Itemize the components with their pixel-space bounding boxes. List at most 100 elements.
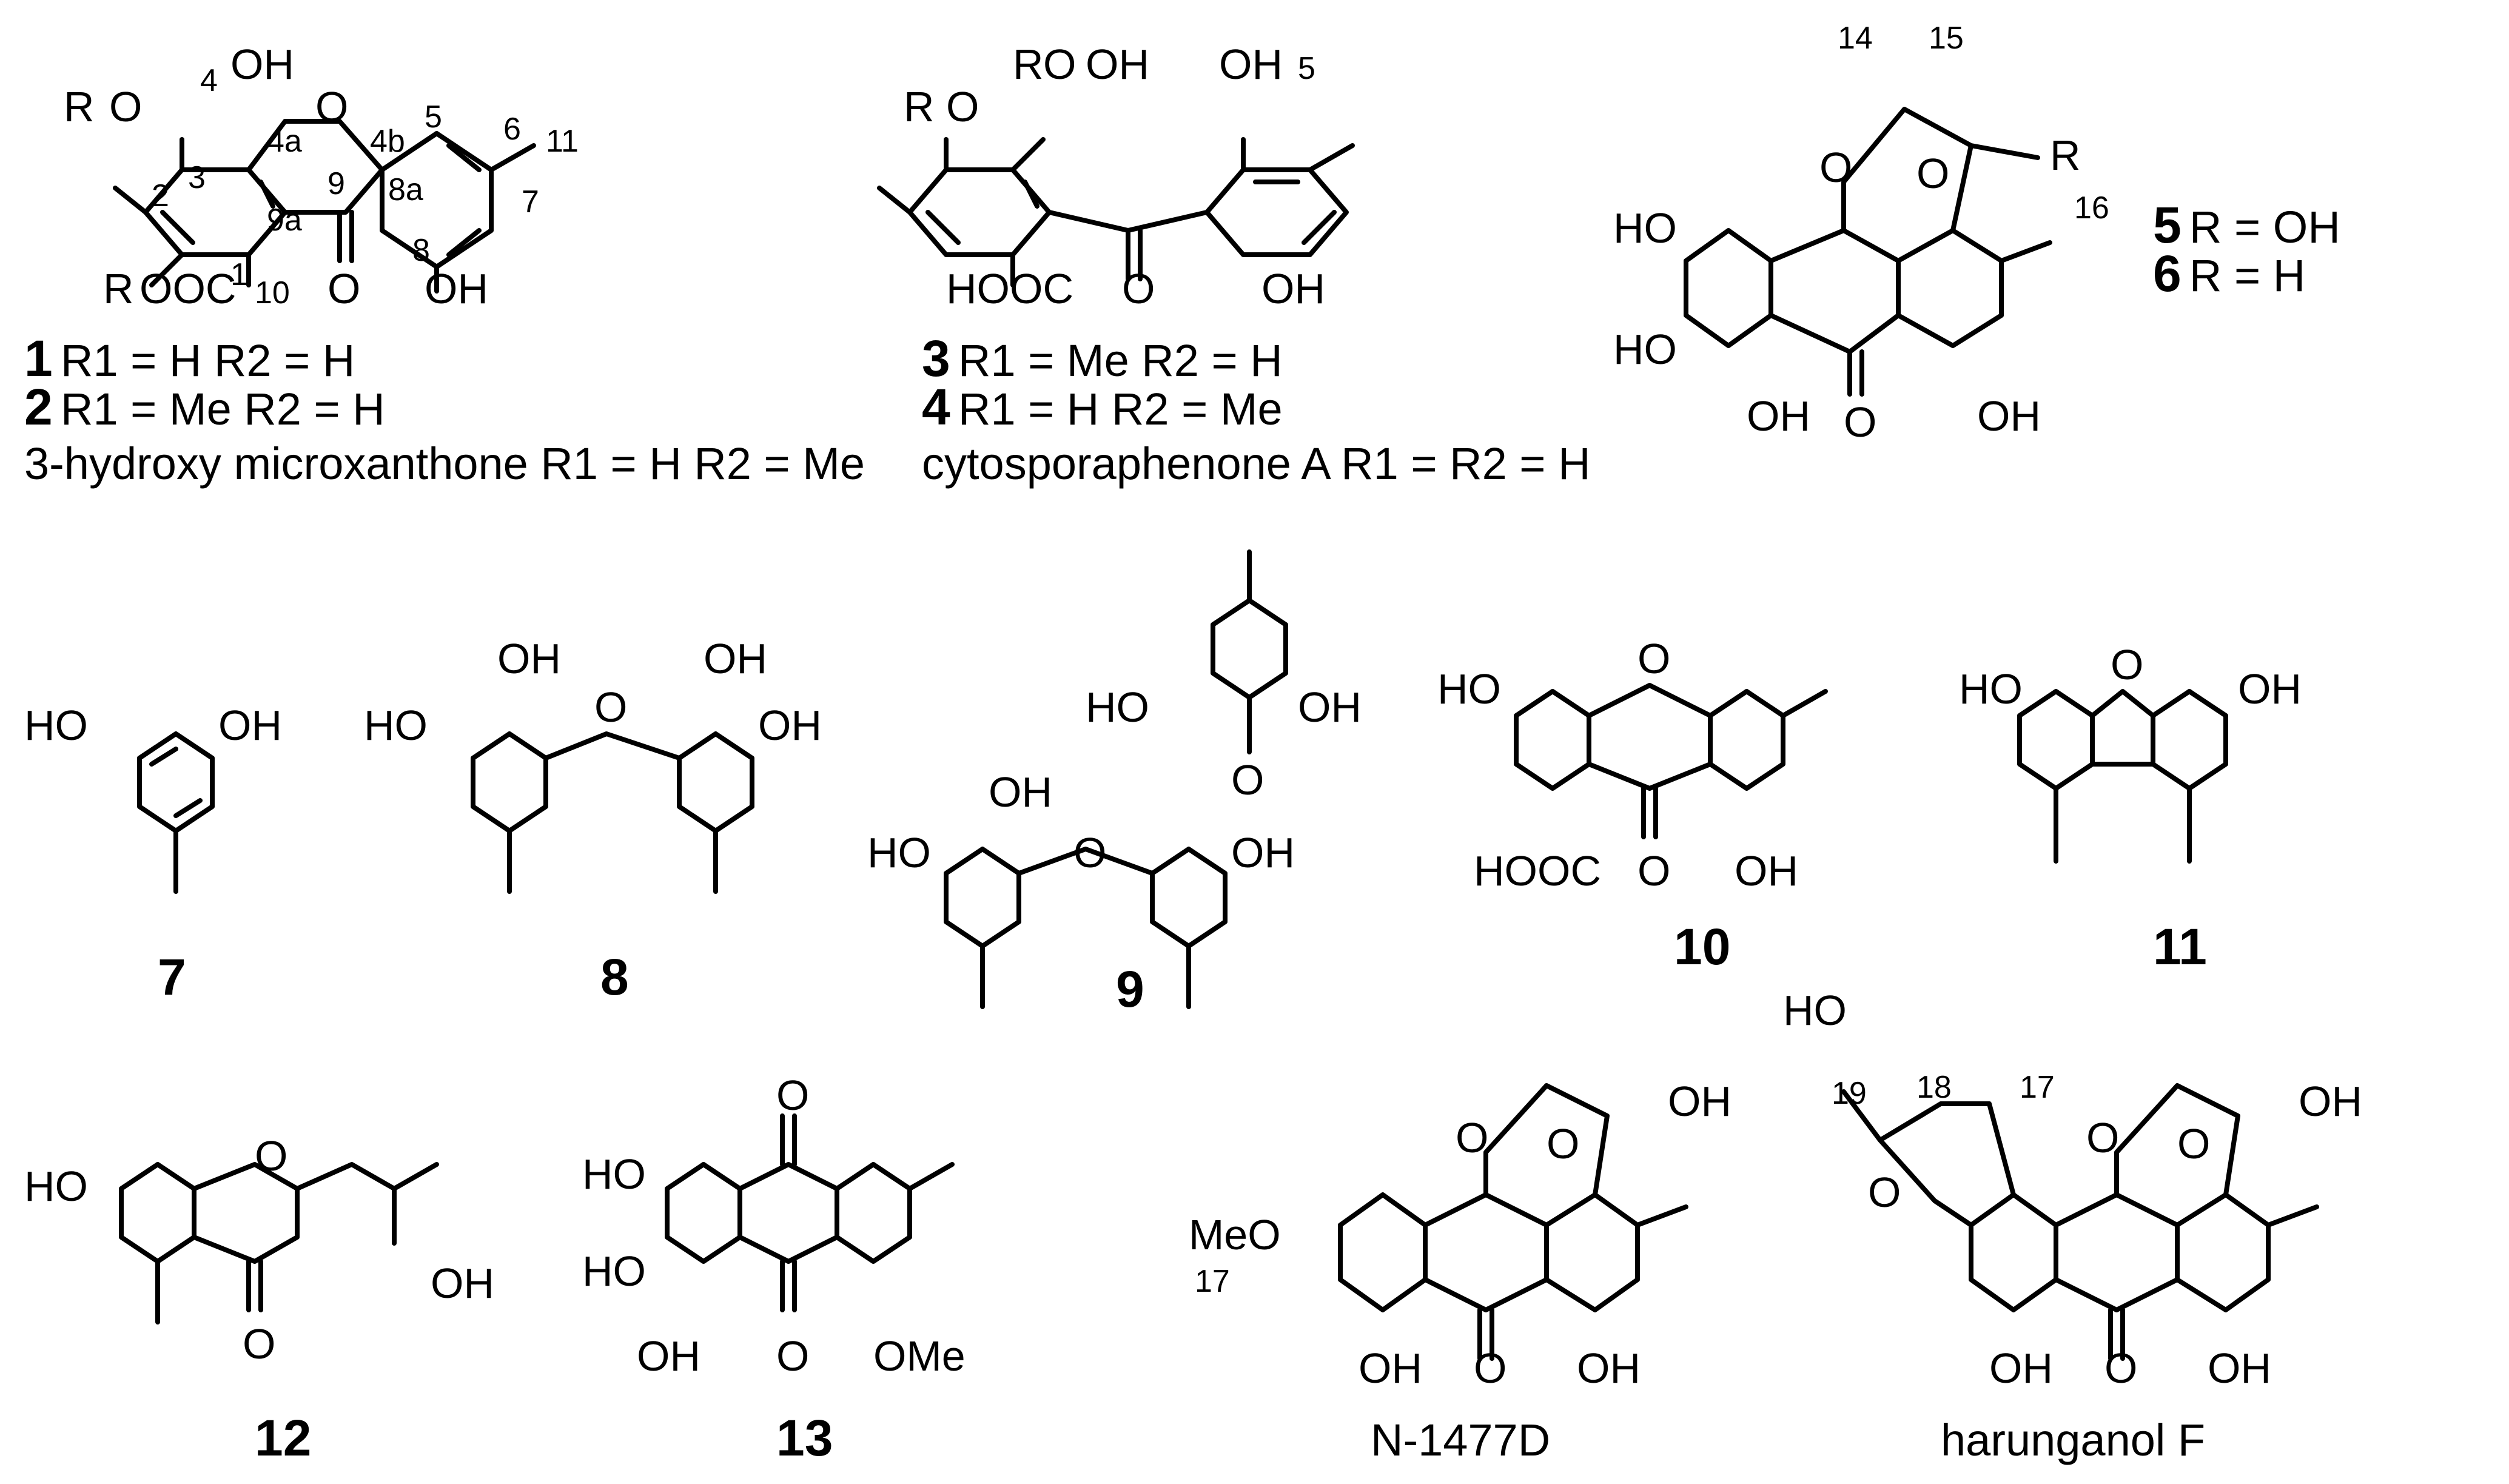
structure-8: HO OH O OH OH 8 — [364, 635, 822, 1006]
svg-text:O: O — [1637, 847, 1670, 895]
svg-text:O: O — [2104, 1345, 2137, 1392]
legend-5-text: R = OH — [2189, 202, 2340, 252]
structure-11: HO O OH 11 — [1959, 641, 2302, 975]
svg-text:11: 11 — [546, 124, 579, 159]
svg-text:HO: HO — [24, 702, 88, 749]
svg-text:OH: OH — [425, 265, 488, 312]
svg-text:O: O — [776, 1332, 809, 1380]
svg-text:OH: OH — [2238, 665, 2302, 713]
svg-text:HO: HO — [1783, 987, 1847, 1034]
structure-9: HO OH O OH HO O OH 9 — [867, 549, 1362, 1018]
label-11: 11 — [2153, 918, 2207, 975]
svg-text:OMe: OMe — [873, 1332, 966, 1380]
svg-text:HOOC: HOOC — [946, 265, 1073, 312]
svg-text:HO: HO — [582, 1150, 646, 1198]
svg-text:OH: OH — [2208, 1345, 2271, 1392]
svg-text:O: O — [594, 683, 627, 731]
svg-text:O: O — [946, 83, 979, 130]
svg-text:5: 5 — [425, 99, 442, 135]
svg-text:O: O — [1547, 1120, 1579, 1167]
svg-text:OH: OH — [637, 1332, 700, 1380]
legend-4-text: R1 = H R2 = Me — [958, 384, 1283, 434]
svg-text:R: R — [1013, 41, 1044, 88]
svg-text:HO: HO — [24, 1163, 88, 1210]
legend-6-text: R = H — [2189, 250, 2305, 301]
svg-text:O: O — [2111, 641, 2143, 688]
svg-text:O: O — [1073, 829, 1106, 876]
svg-text:O: O — [1456, 1114, 1488, 1161]
structure-13: O HO HO OH O OMe 13 — [582, 1072, 966, 1466]
svg-text:O: O — [2086, 1114, 2119, 1161]
svg-text:OH: OH — [704, 635, 767, 682]
svg-text:OH: OH — [2299, 1078, 2362, 1125]
svg-text:16: 16 — [2074, 190, 2109, 226]
svg-text:18: 18 — [1916, 1070, 1952, 1105]
svg-text:5: 5 — [1298, 51, 1315, 86]
label-harunganol-f: harunganol F — [1941, 1415, 2205, 1465]
svg-text:6: 6 — [503, 112, 521, 147]
svg-text:4: 4 — [200, 63, 218, 98]
svg-text:O: O — [1844, 398, 1876, 446]
svg-text:HOOC: HOOC — [1474, 847, 1601, 895]
label-8: 8 — [600, 948, 629, 1006]
svg-text:4b: 4b — [370, 124, 405, 159]
svg-text:O: O — [1122, 265, 1155, 312]
structure-12: HO O O OH 12 — [24, 1132, 494, 1466]
svg-text:R: R — [2050, 132, 2081, 179]
svg-text:OH: OH — [1359, 1345, 1422, 1392]
svg-text:OH: OH — [218, 702, 282, 749]
svg-text:O: O — [1043, 41, 1076, 88]
legend-cytosporaphenone-a: cytosporaphenone A R1 = R2 = H — [922, 438, 1591, 489]
svg-text:OH: OH — [1086, 41, 1149, 88]
structure-n1477d: MeO 17 O O OH OH O OH N-1477D — [1189, 1078, 1731, 1465]
svg-text:19: 19 — [1832, 1076, 1867, 1111]
svg-text:OH: OH — [758, 702, 822, 749]
legend-4-id: 4 — [922, 378, 950, 435]
svg-text:HO: HO — [1613, 204, 1677, 252]
structure-1-2: OH O R O O OH R OOC 4 4a 4b 5 6 11 7 8 8… — [24, 41, 865, 489]
svg-text:O: O — [243, 1320, 275, 1368]
svg-text:OH: OH — [1989, 1345, 2053, 1392]
svg-text:R: R — [103, 265, 134, 312]
svg-text:OH: OH — [1298, 683, 1362, 731]
svg-text:8: 8 — [412, 233, 430, 268]
svg-text:HO: HO — [1437, 665, 1501, 713]
svg-text:OH: OH — [1219, 41, 1283, 88]
legend-1-id: 1 — [24, 330, 53, 387]
svg-text:OH: OH — [1261, 265, 1325, 312]
svg-text:O: O — [1231, 756, 1264, 804]
svg-text:HO: HO — [1959, 665, 2023, 713]
svg-text:OH: OH — [1977, 392, 2041, 440]
svg-text:OH: OH — [1577, 1345, 1641, 1392]
svg-text:OH: OH — [1668, 1078, 1731, 1125]
svg-text:HO: HO — [867, 829, 931, 876]
svg-text:O: O — [1637, 635, 1670, 682]
svg-text:O: O — [1474, 1345, 1506, 1392]
label-9: 9 — [1116, 961, 1144, 1018]
svg-text:9a: 9a — [267, 203, 302, 238]
svg-text:O: O — [1868, 1169, 1901, 1216]
svg-text:OH: OH — [1231, 829, 1295, 876]
svg-text:4a: 4a — [267, 124, 302, 159]
label-10: 10 — [1674, 918, 1730, 975]
svg-text:O: O — [315, 83, 348, 130]
structure-3-4: R O OH OH R O O OH HOOC 5 3 R1 = Me R2 =… — [877, 41, 1591, 489]
legend-3-text: R1 = Me R2 = H — [958, 335, 1283, 386]
svg-text:9: 9 — [327, 166, 345, 201]
legend-6-id: 6 — [2153, 245, 2182, 302]
svg-text:14: 14 — [1838, 21, 1873, 56]
legend-1-text: R1 = H R2 = H — [61, 335, 355, 386]
svg-text:O: O — [255, 1132, 287, 1180]
svg-text:OH: OH — [230, 41, 294, 88]
svg-text:MeO: MeO — [1189, 1211, 1281, 1258]
svg-text:HO: HO — [1613, 326, 1677, 373]
svg-text:15: 15 — [1929, 21, 1964, 56]
svg-text:R: R — [64, 83, 95, 130]
svg-text:7: 7 — [522, 184, 539, 220]
label-7: 7 — [158, 948, 186, 1006]
svg-text:8a: 8a — [388, 172, 423, 207]
structure-harunganol-f: HO 19 18 17 O O O OH OH O OH harunganol … — [1783, 987, 2362, 1465]
svg-text:O: O — [1819, 144, 1852, 191]
svg-text:2: 2 — [152, 178, 169, 213]
